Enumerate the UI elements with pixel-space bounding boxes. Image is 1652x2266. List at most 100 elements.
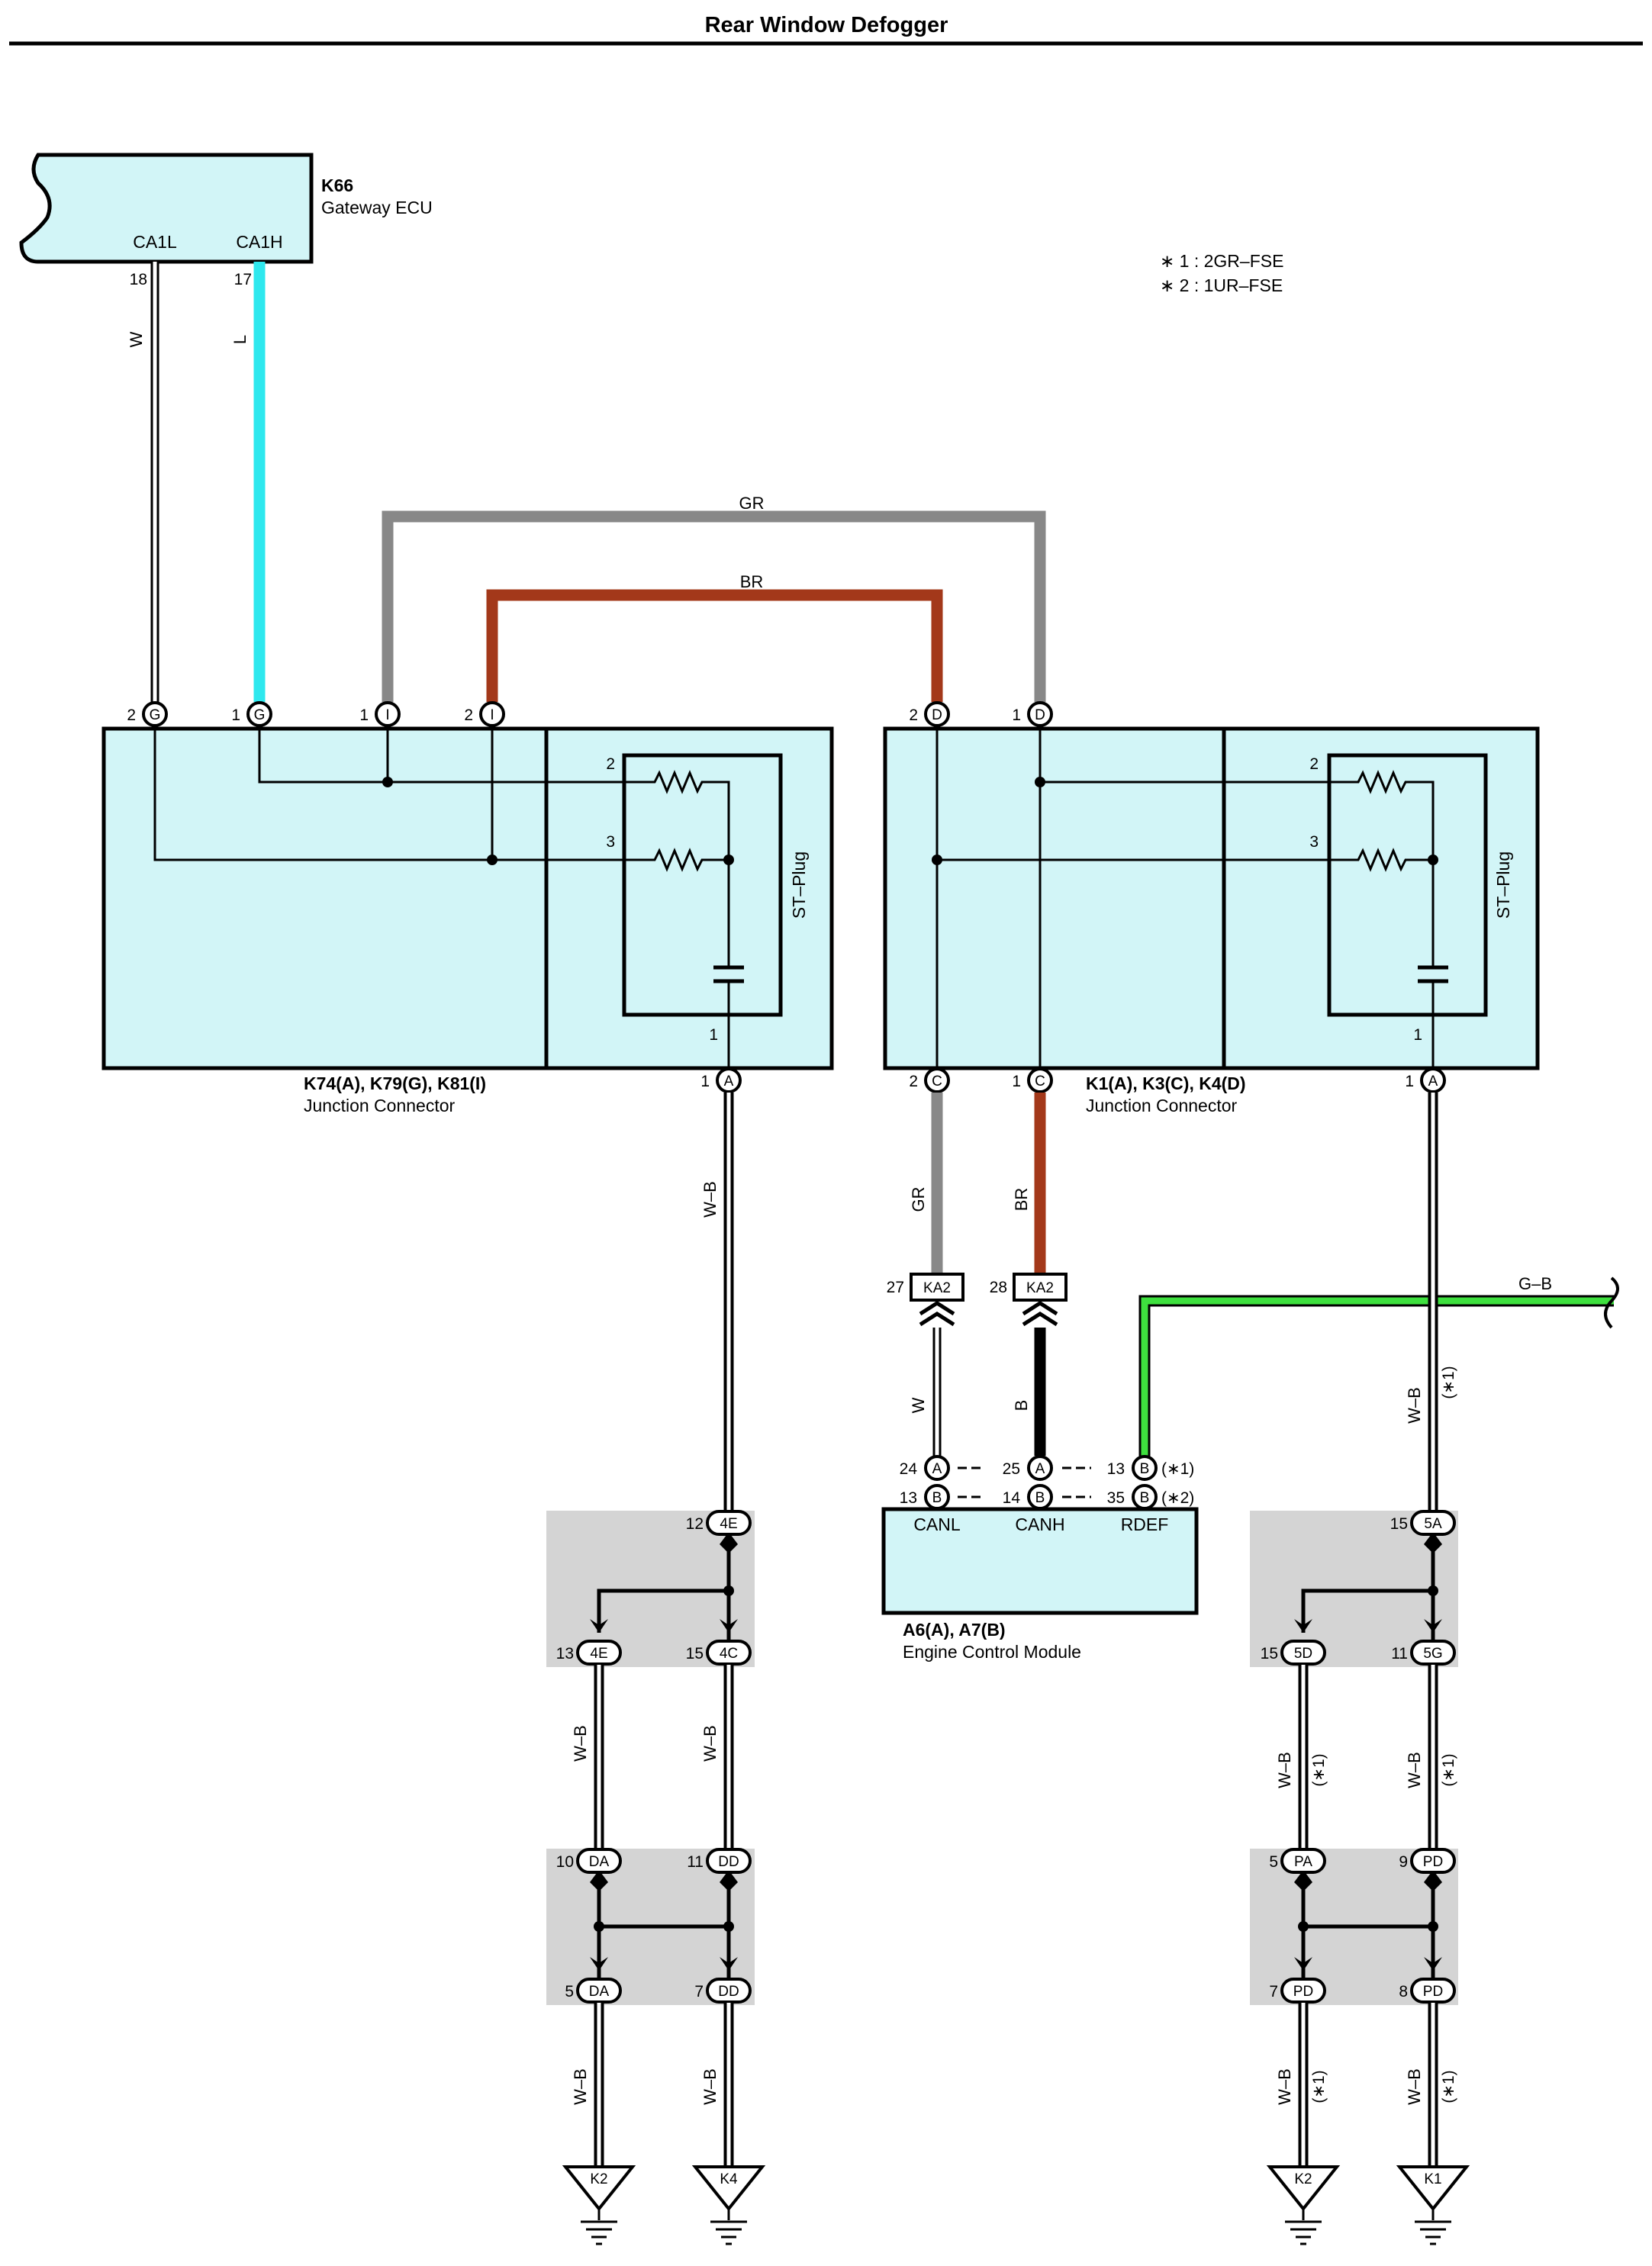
splice-dot	[594, 1921, 604, 1932]
page-title: Rear Window Defogger	[705, 13, 948, 37]
splice-dot	[723, 1585, 734, 1596]
ground-label: K1	[1424, 2171, 1441, 2187]
jc-right-junction-dot	[1428, 855, 1438, 865]
pin-pd-7: 7 PD	[1269, 1978, 1326, 2004]
wire-label-w-ecm: W	[909, 1397, 928, 1413]
svg-text:5A: 5A	[1424, 1516, 1442, 1532]
jc-left-pin-g1: 1 G	[231, 701, 272, 727]
svg-text:12: 12	[686, 1515, 704, 1533]
jc-right-box	[883, 726, 1540, 1070]
svg-text:11: 11	[1391, 1645, 1408, 1662]
svg-text:28: 28	[990, 1279, 1007, 1296]
wire-label-wb: W–B	[700, 1181, 720, 1218]
jc-left-pin-i2: 2 I	[464, 701, 505, 727]
wire-label-wb: W–B	[571, 2068, 590, 2105]
jc-right-name: Junction Connector	[1086, 1096, 1238, 1115]
svg-text:DD: DD	[718, 1984, 739, 2000]
svg-text:7: 7	[694, 1983, 704, 2000]
connector-ka2-28: 28 KA2	[990, 1273, 1068, 1327]
svg-text:2: 2	[464, 707, 473, 724]
svg-text:15: 15	[686, 1645, 704, 1662]
wire-note: (∗1)	[1310, 2070, 1328, 2103]
ecm-pin-row-2: 13 B 14 B 35 B (∗2)	[900, 1484, 1194, 1510]
pin-pa-5: 5 PA	[1269, 1848, 1326, 1874]
ecm-term-canl: CANL	[913, 1514, 961, 1534]
svg-text:4E: 4E	[720, 1516, 737, 1532]
note-1: ∗ 1 : 2GR–FSE	[1160, 251, 1283, 271]
arrow-down-icon	[1294, 1957, 1312, 1971]
svg-text:D: D	[932, 707, 942, 723]
pin-4e-13: 13 4E	[556, 1640, 622, 1666]
svg-text:1: 1	[359, 707, 369, 724]
svg-text:PA: PA	[1294, 1854, 1312, 1870]
svg-text:C: C	[1035, 1073, 1045, 1090]
svg-text:I: I	[385, 707, 389, 723]
svg-text:5: 5	[1269, 1853, 1278, 1871]
splice-dot	[1428, 1585, 1438, 1596]
svg-text:PD: PD	[1423, 1984, 1443, 2000]
svg-text:27: 27	[887, 1279, 904, 1296]
wire-label-gb: G–B	[1518, 1274, 1552, 1293]
pin-da-5: 5 DA	[565, 1978, 622, 2004]
svg-text:15: 15	[1261, 1645, 1278, 1662]
arrow-up-icon	[720, 1532, 738, 1553]
wire-label-w: W	[127, 331, 146, 347]
svg-text:C: C	[932, 1073, 942, 1090]
arrow-down-icon	[590, 1619, 608, 1633]
wire-note: (∗1)	[1440, 2070, 1457, 2103]
ground-k1: K1	[1396, 2165, 1470, 2245]
svg-text:5G: 5G	[1423, 1646, 1442, 1662]
jc-right-inner-pin: 3	[1309, 833, 1319, 851]
ecm-name: Engine Control Module	[903, 1642, 1081, 1662]
gateway-ecu-box	[19, 153, 314, 264]
jc-right-pin-d2: 2 D	[909, 701, 950, 727]
wire-gb	[1138, 1276, 1619, 1457]
arrow-up-icon	[1294, 1870, 1312, 1891]
svg-text:DA: DA	[589, 1854, 610, 1870]
svg-text:B: B	[932, 1490, 942, 1506]
wire-label-wb: W–B	[1275, 2068, 1294, 2105]
svg-text:(∗1): (∗1)	[1161, 1460, 1194, 1478]
svg-text:35: 35	[1107, 1489, 1125, 1507]
svg-text:15: 15	[1390, 1515, 1408, 1533]
ground-k2-right: K2	[1266, 2165, 1341, 2245]
note-2: ∗ 2 : 1UR–FSE	[1160, 275, 1283, 295]
gateway-code: K66	[321, 175, 353, 195]
jc-right-pin-d1: 1 D	[1012, 701, 1053, 727]
svg-text:A: A	[724, 1073, 734, 1090]
jc-left-name: Junction Connector	[304, 1096, 456, 1115]
jc-left-inner-pin: 2	[606, 755, 615, 773]
jc-right-inner-pin: 1	[1413, 1026, 1422, 1044]
ground-k4: K4	[691, 2165, 766, 2245]
ecm-term-rdef: RDEF	[1121, 1514, 1169, 1534]
jc-right-stplug-frame	[1327, 753, 1488, 1017]
arrow-up-icon	[720, 1870, 738, 1891]
ecm-term-canh: CANH	[1015, 1514, 1064, 1534]
jc-right-pin-c1: 1 C	[1012, 1067, 1053, 1093]
arrow-down-icon	[1424, 1957, 1442, 1971]
svg-text:14: 14	[1003, 1489, 1021, 1507]
svg-text:I: I	[490, 707, 494, 723]
ground-label: K2	[1294, 2171, 1312, 2187]
svg-text:4C: 4C	[720, 1646, 738, 1662]
jc-left-box	[101, 726, 834, 1070]
svg-text:B: B	[1140, 1490, 1150, 1506]
svg-text:KA2: KA2	[923, 1280, 951, 1296]
svg-text:G: G	[150, 707, 161, 723]
wire-label-wb: W–B	[700, 1725, 720, 1762]
svg-text:DD: DD	[718, 1854, 739, 1870]
svg-text:DA: DA	[589, 1984, 610, 2000]
jc-right-inner-pin: 2	[1309, 755, 1319, 773]
wire-label-l: L	[230, 335, 250, 344]
wire-label-br: BR	[1012, 1188, 1031, 1212]
wire-note-right-main: (∗1)	[1440, 1366, 1457, 1399]
jc-left-junction-dot	[382, 777, 393, 787]
ground-k2-left: K2	[562, 2165, 636, 2245]
svg-text:24: 24	[900, 1460, 918, 1478]
svg-text:A: A	[932, 1461, 942, 1477]
arrow-up-icon	[1424, 1870, 1442, 1891]
wire-label-gr: GR	[909, 1187, 928, 1212]
pin-dd-11: 11 DD	[687, 1848, 752, 1874]
jc-left-inner-pin: 3	[606, 833, 615, 851]
ecm-code: A6(A), A7(B)	[903, 1620, 1006, 1640]
